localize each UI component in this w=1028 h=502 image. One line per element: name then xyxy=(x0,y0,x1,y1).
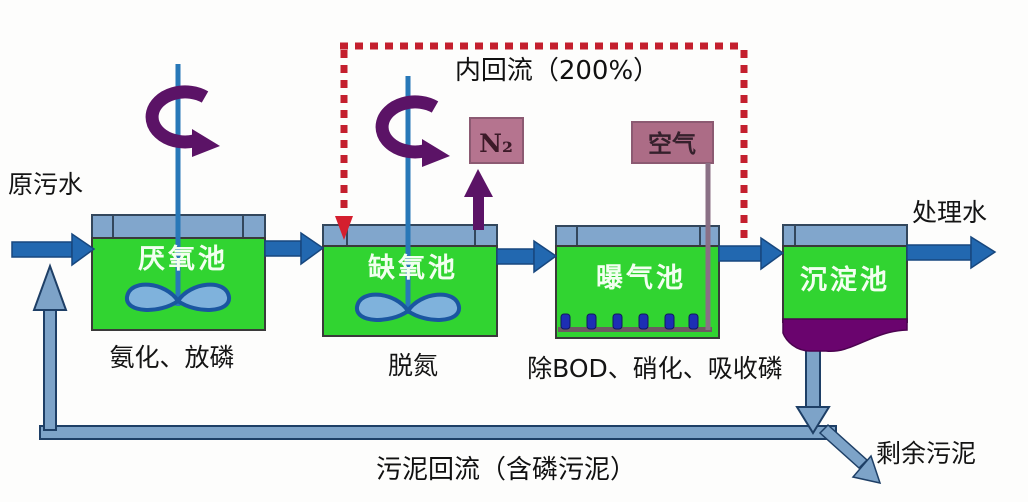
anaerobic-mixer xyxy=(125,64,231,312)
anaerobic-to-anoxic-arrowhead xyxy=(300,231,325,266)
mixer-rotation-arrowhead xyxy=(192,129,220,157)
influent-arrowhead xyxy=(71,232,96,267)
effluent-arrowhead xyxy=(970,235,997,270)
sedimentation-tank-name: 沉淀池 xyxy=(800,264,890,296)
air-diffusers xyxy=(560,313,699,330)
aeration-tank-top-band xyxy=(555,225,720,248)
anaerobic-to-anoxic-arrow-shaft xyxy=(264,240,302,257)
effluent-arrow-shaft xyxy=(906,244,972,261)
anoxic-to-aeration-arrowhead xyxy=(533,239,558,274)
n2-arrowhead xyxy=(464,169,493,197)
aeration-tank-name: 曝气池 xyxy=(596,263,686,294)
n2-label-box xyxy=(469,117,524,164)
anoxic-to-aeration-arrow-shaft xyxy=(496,248,535,265)
anaerobic-tank-name: 厌氧池 xyxy=(138,244,228,275)
air-label: 空气 xyxy=(648,130,696,158)
sedimentation-tank-top-band xyxy=(782,224,908,248)
impeller-blades xyxy=(125,282,231,312)
anoxic-caption: 脱氮 xyxy=(388,351,438,380)
excess-sludge-arrowhead xyxy=(851,454,882,485)
sludge-return-pipe xyxy=(32,263,882,485)
internal-recycle-label: 内回流（200%） xyxy=(455,56,659,86)
diffuser-nozzle xyxy=(612,313,623,330)
settled-sludge-layer xyxy=(782,318,908,352)
anoxic-mixer xyxy=(355,76,461,322)
diffuser-nozzle xyxy=(638,313,649,330)
recycle-red-arrowhead xyxy=(335,216,353,240)
n2-arrow-shaft xyxy=(473,194,484,230)
excess-sludge-arrow-shaft xyxy=(818,423,869,470)
sludge-return-riser-pipe xyxy=(43,305,57,431)
underflow-down-arrowhead xyxy=(795,406,831,435)
sedimentation-tank-water xyxy=(782,245,908,323)
sludge-return-up-arrowhead xyxy=(32,263,68,311)
mixer-rotation-arrow xyxy=(375,95,439,159)
sludge-return-horizontal-pipe xyxy=(39,425,837,440)
sedimentation-tank xyxy=(782,224,908,352)
influent-arrow-shaft xyxy=(11,241,73,258)
anaerobic-caption: 氨化、放磷 xyxy=(109,343,234,372)
diffuser-nozzle xyxy=(664,313,675,330)
excess-sludge-label: 剩余污泥 xyxy=(876,439,976,468)
air-label-box xyxy=(631,121,714,164)
diffuser-header-pipe xyxy=(558,327,712,332)
clarifier-underflow-pipe xyxy=(805,348,821,410)
raw-water-label: 原污水 xyxy=(8,170,83,199)
flow-arrows xyxy=(11,231,997,274)
n2-label: N₂ xyxy=(479,129,513,158)
aeration-tank xyxy=(555,225,720,339)
aeration-to-clarifier-arrowhead xyxy=(760,236,785,271)
anoxic-tank-name: 缺氧池 xyxy=(368,253,458,284)
internal-recycle-loop xyxy=(335,42,748,243)
aeration-caption: 除BOD、硝化、吸收磷 xyxy=(527,354,783,383)
impeller-blades xyxy=(355,292,461,322)
sludge-return-label: 污泥回流（含磷污泥） xyxy=(376,455,636,485)
n2-offgas: N₂ xyxy=(464,117,524,230)
mixer-rotation-arrow xyxy=(145,85,209,149)
diffuser-nozzle xyxy=(586,313,597,330)
aeration-to-clarifier-arrow-shaft xyxy=(718,245,762,262)
diffuser-nozzle xyxy=(560,313,571,330)
diffuser-nozzle xyxy=(688,313,699,330)
mixer-rotation-arrowhead xyxy=(422,139,450,167)
air-supply: 空气 xyxy=(631,121,714,330)
treated-water-label: 处理水 xyxy=(912,198,987,227)
